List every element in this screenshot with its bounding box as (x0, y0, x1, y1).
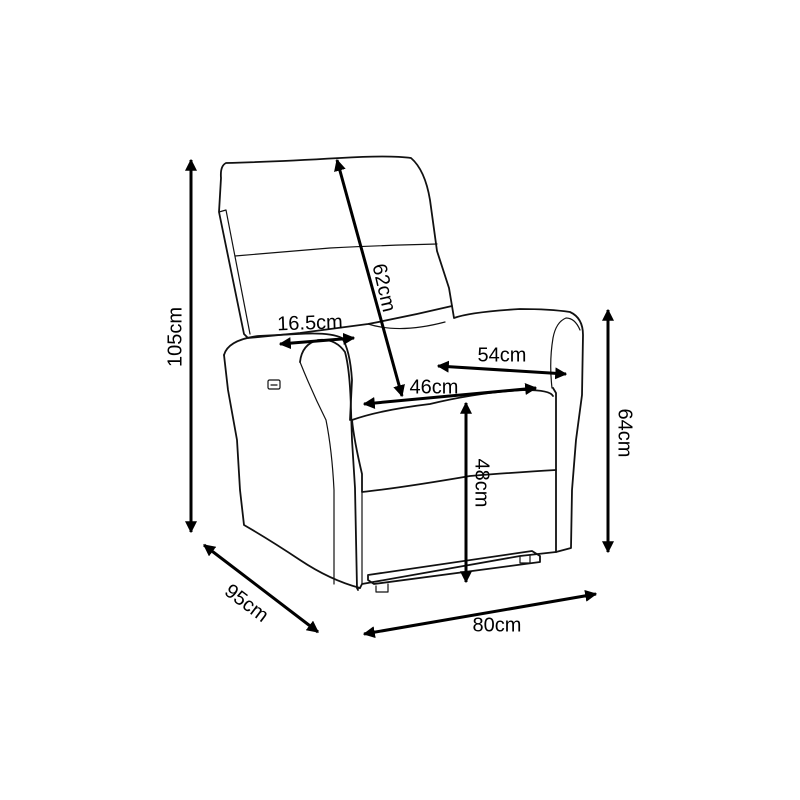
base-foot-left (375, 583, 389, 593)
backrest-seam (234, 243, 438, 257)
seat-cushion-front (351, 419, 557, 493)
recliner-chair (218, 155, 584, 593)
left-armrest-top (223, 332, 353, 421)
label-seat-width: 46cm (410, 376, 459, 398)
backrest-lower-cushion (367, 321, 446, 330)
label-seat-height: 48cm (471, 459, 493, 508)
label-overall-height: 105cm (164, 307, 186, 367)
left-armrest-inner-curve (299, 361, 335, 585)
label-armrest-height: 64cm (614, 409, 636, 458)
dim-line-16-5cm (278, 332, 356, 350)
dim-line-62cm (334, 158, 405, 398)
label-seat-depth: 54cm (478, 344, 527, 366)
backrest-side-panel (218, 209, 251, 335)
backrest-outline (218, 155, 453, 339)
dimension-lines (185, 158, 614, 639)
dim-line-54cm (436, 360, 568, 380)
right-armrest-outline (451, 305, 584, 553)
base-foot-right (519, 555, 531, 564)
left-armrest-outer-side (223, 354, 361, 589)
label-overall-width: 80cm (473, 614, 522, 636)
label-overall-depth: 95cm (220, 580, 272, 627)
right-armrest-inner (550, 317, 581, 389)
footrest-base (367, 550, 541, 585)
dim-line-80cm (362, 589, 598, 639)
recliner-control-button (267, 379, 281, 390)
dim-line-46cm (362, 383, 538, 409)
label-armrest-width: 16.5cm (277, 311, 343, 335)
left-armrest-front (299, 338, 359, 591)
dim-line-95cm (203, 543, 319, 634)
